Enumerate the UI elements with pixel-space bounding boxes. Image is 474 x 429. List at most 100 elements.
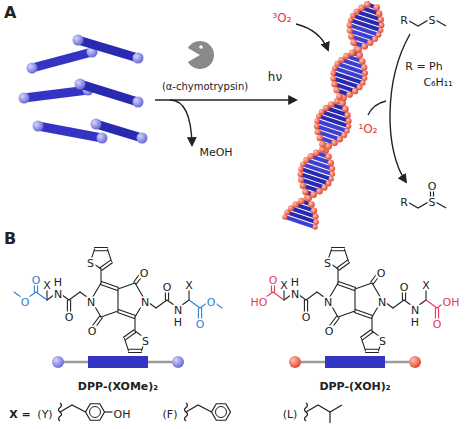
rod-ball — [33, 121, 44, 132]
helix-ball — [336, 93, 343, 100]
helix-ball — [362, 70, 368, 76]
single-bond — [69, 292, 80, 300]
atom-label: X — [42, 280, 52, 291]
benzene-ring — [86, 404, 105, 420]
label-anchor: HO — [250, 291, 269, 310]
double-bond — [102, 281, 119, 287]
single-bond — [107, 249, 111, 261]
helix-ball — [330, 75, 336, 81]
helix-ball — [319, 141, 326, 148]
double-bond — [356, 309, 373, 315]
helix-ball — [378, 28, 383, 33]
rod-ball — [133, 53, 144, 64]
helix-ball — [373, 4, 380, 11]
atom-label: HO — [250, 297, 269, 308]
label-anchor: OH — [113, 403, 132, 422]
helix-ball — [350, 39, 357, 46]
label-anchor: N — [377, 291, 387, 310]
label-anchor: S — [86, 252, 95, 271]
label-anchor: DPP-(XOH)₂ — [318, 375, 391, 394]
helix-ball — [328, 160, 334, 166]
helix-ball — [331, 140, 338, 147]
label-anchor: O — [162, 276, 173, 295]
side-chain-bond — [186, 405, 212, 412]
label-anchor: H — [53, 271, 63, 290]
atom-label: S — [86, 258, 95, 269]
label-anchor: O — [31, 269, 42, 288]
helix-ball — [379, 22, 385, 28]
atom-label: O — [64, 312, 75, 323]
label-anchor: H — [410, 311, 420, 330]
label-anchor: H — [290, 271, 300, 290]
helix-ball — [329, 166, 335, 172]
side-chain-bond — [60, 405, 86, 412]
label-anchor: C₆H₁₁ — [422, 71, 453, 90]
atom-label: O — [139, 268, 150, 279]
label-anchor: hν — [267, 66, 283, 85]
helix-ball — [323, 105, 329, 111]
label-anchor: O — [268, 269, 279, 288]
label-anchor: ¹O₂ — [357, 118, 378, 137]
single-bond — [156, 300, 167, 308]
compound-label: OH — [113, 409, 132, 420]
helix-ball — [376, 10, 383, 17]
figure-label: C₆H₁₁ — [422, 77, 453, 88]
label-anchor: (Y) — [36, 403, 53, 422]
figure-label: B — [3, 231, 17, 247]
double-bond — [95, 247, 108, 248]
label-anchor: R — [399, 191, 409, 210]
label-anchor: N — [290, 283, 300, 302]
atom-label: O — [206, 297, 217, 308]
helix-ball — [311, 207, 317, 213]
single-bond — [344, 249, 348, 261]
label-anchor: O — [376, 262, 387, 281]
atom-label: O — [376, 268, 387, 279]
single-bond — [134, 317, 135, 331]
single-bond — [273, 292, 284, 300]
helix-ball — [313, 219, 319, 225]
label-anchor: X = — [8, 403, 32, 422]
helix-ball — [362, 76, 367, 81]
rod-ball — [97, 133, 108, 144]
single-bond — [337, 269, 338, 283]
rod-ball — [75, 79, 86, 90]
label-anchor: X — [42, 274, 52, 293]
helix-ball — [333, 87, 340, 94]
aromatic-circle — [216, 407, 227, 418]
atom-label: N — [86, 297, 96, 308]
double-bond — [129, 349, 142, 350]
release-arrow — [170, 100, 192, 145]
atom-label: N — [290, 289, 300, 300]
helix-ball — [376, 32, 382, 38]
compound-label: (L) — [282, 409, 299, 420]
helix-ball — [364, 1, 371, 8]
helix-ball — [298, 198, 305, 205]
figure-label: MeOH — [198, 147, 233, 158]
label-anchor: O — [324, 320, 335, 339]
label-anchor: B — [3, 229, 17, 248]
double-bond — [95, 250, 108, 251]
pacman-eye — [199, 45, 203, 49]
oxidation-arrow — [390, 34, 410, 182]
single-bond — [393, 300, 404, 308]
figure-label: ³O₂ — [271, 12, 292, 24]
helix-ball — [342, 106, 349, 113]
atom-label: O — [87, 326, 98, 337]
single-bond — [189, 300, 200, 308]
helix-ball — [302, 188, 309, 195]
double-bond — [354, 313, 371, 319]
single-bond — [426, 300, 437, 308]
double-bond — [100, 260, 110, 268]
label-anchor: R = Ph — [404, 55, 443, 74]
rod — [24, 90, 88, 98]
label-anchor: O — [20, 291, 31, 310]
figure-label: hν — [267, 71, 283, 83]
label-anchor: N — [410, 299, 420, 318]
double-bond — [337, 285, 354, 291]
atom-label: N — [140, 297, 150, 308]
figure-label: R — [399, 15, 409, 26]
atom-label: O — [432, 319, 443, 330]
double-bond — [117, 313, 134, 319]
helix-ball — [361, 64, 367, 70]
helix-ball — [359, 58, 366, 65]
